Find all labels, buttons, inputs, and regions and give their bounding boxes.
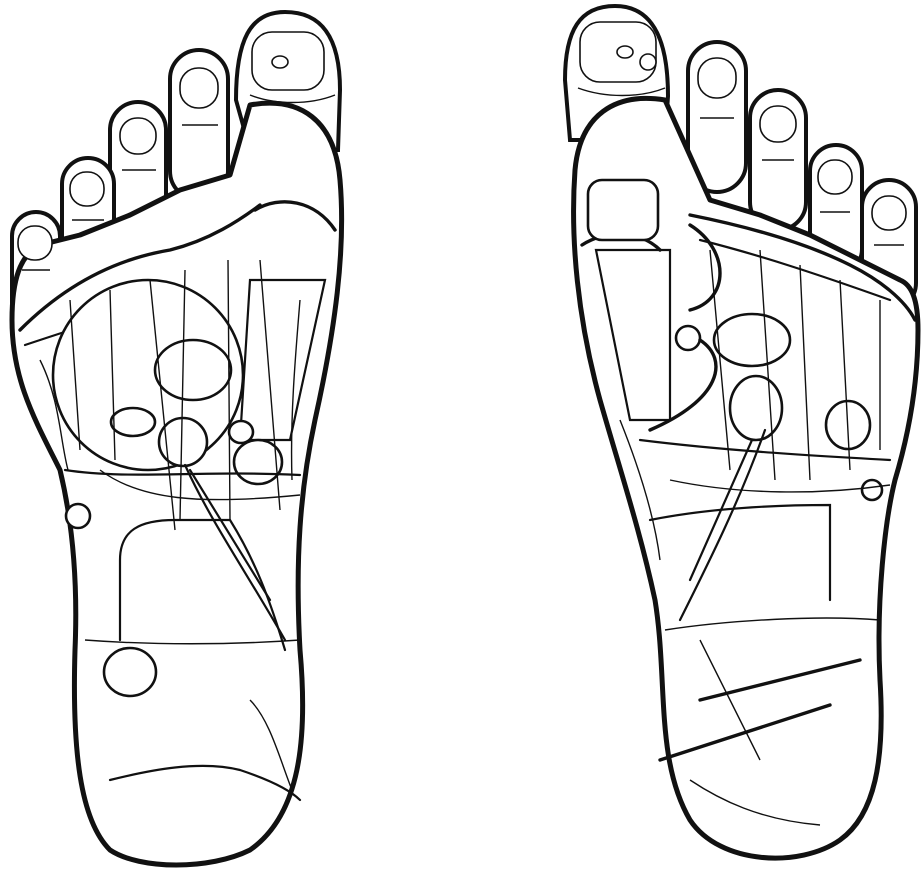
left-side-point bbox=[66, 504, 90, 528]
left-toe-4-tip bbox=[70, 172, 104, 206]
right-solar-zone bbox=[676, 326, 700, 350]
left-bladder-point bbox=[229, 421, 253, 443]
right-big-toe-side-point bbox=[640, 54, 656, 70]
left-toe-3-tip bbox=[120, 118, 156, 154]
left-adrenal-zone bbox=[155, 340, 231, 400]
left-big-toe-point bbox=[272, 56, 288, 68]
right-foot bbox=[565, 6, 918, 858]
left-foot bbox=[12, 12, 342, 865]
right-toe-5-tip bbox=[872, 196, 906, 230]
right-big-toe-point bbox=[617, 46, 633, 58]
left-toe-5-tip bbox=[18, 226, 52, 260]
right-kidney-zone bbox=[730, 376, 782, 440]
right-toe-2-tip bbox=[698, 58, 736, 98]
left-toe-2-tip bbox=[180, 68, 218, 108]
right-toe-3-tip bbox=[760, 106, 796, 142]
left-heel-point bbox=[104, 648, 156, 696]
right-toe-4-tip bbox=[818, 160, 852, 194]
right-side-point bbox=[862, 480, 882, 500]
left-stomach-zone bbox=[111, 408, 155, 436]
right-adrenal-zone bbox=[714, 314, 790, 366]
right-big-toe-box bbox=[588, 180, 658, 240]
